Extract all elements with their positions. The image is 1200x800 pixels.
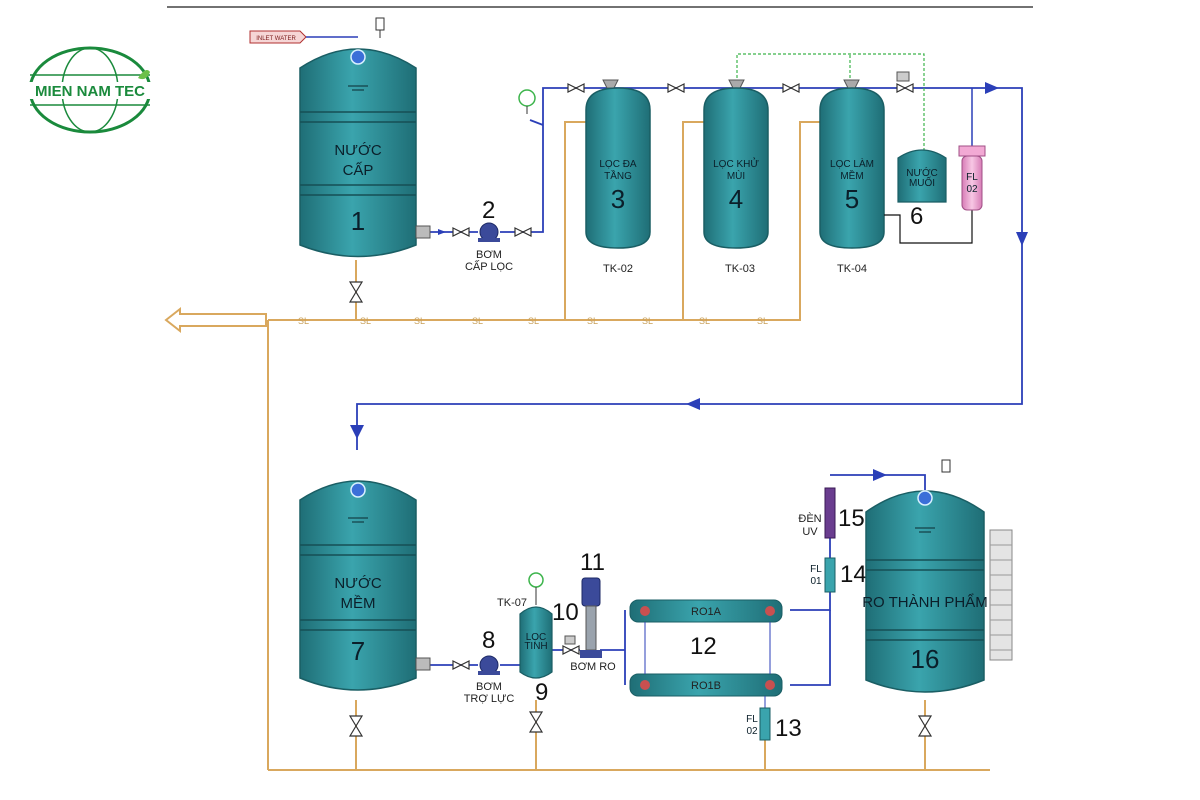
company-logo: MIEN NAM TEC (28, 46, 152, 134)
svg-text:CẤP LỌC: CẤP LỌC (465, 260, 513, 273)
tank-7-soft-water: NƯỚC MỀM 7 (299, 480, 431, 691)
sl-labels: SL SL SL SL SL SL SL SL SL (298, 316, 768, 326)
svg-text:LỌC ĐA: LỌC ĐA (599, 159, 637, 170)
svg-text:RO THÀNH PHẨM: RO THÀNH PHẨM (862, 593, 988, 611)
tank-6-brine: NƯỚC MUỐI 6 (884, 149, 973, 244)
svg-text:TRỢ LỰC: TRỢ LỰC (464, 693, 515, 705)
svg-text:MỀM: MỀM (341, 595, 376, 612)
svg-text:7: 7 (351, 636, 365, 666)
svg-text:LỌC KHỬ: LỌC KHỬ (713, 157, 759, 170)
svg-text:13: 13 (775, 715, 802, 742)
pump-2-feed: 2 BƠM CẤP LỌC (465, 197, 513, 273)
svg-text:SL: SL (298, 316, 309, 326)
blue-pipes (356, 87, 1023, 686)
inlet-tag: INLET WATER (249, 30, 358, 44)
svg-text:TK-03: TK-03 (725, 263, 755, 275)
svg-text:SL: SL (699, 316, 710, 326)
svg-text:LỌC LÀM: LỌC LÀM (830, 157, 874, 170)
svg-text:9: 9 (535, 679, 548, 706)
svg-text:MUỐI: MUỐI (909, 175, 935, 189)
svg-text:SL: SL (360, 316, 371, 326)
svg-text:MỀM: MỀM (840, 169, 863, 182)
pressure-gauge-icon (528, 572, 544, 588)
valves (348, 83, 933, 737)
svg-text:1: 1 (351, 206, 365, 236)
svg-text:8: 8 (482, 627, 495, 654)
svg-text:MÙI: MÙI (727, 169, 745, 182)
svg-text:14: 14 (840, 561, 867, 588)
svg-text:SL: SL (414, 316, 425, 326)
logo-text: MIEN NAM TEC (35, 83, 145, 100)
svg-text:02: 02 (966, 184, 978, 195)
svg-text:ĐÈN: ĐÈN (798, 512, 821, 525)
pressure-gauge-icon (518, 89, 536, 114)
tank-16-ro-product: RO THÀNH PHẨM 16 (862, 459, 1013, 693)
pump-8-booster: 8 BƠM TRỢ LỰC (464, 627, 515, 705)
ro-vessel-a: RO1A (629, 599, 783, 623)
svg-text:01: 01 (810, 576, 822, 587)
svg-text:INLET WATER: INLET WATER (256, 36, 296, 42)
svg-text:5: 5 (845, 184, 859, 214)
sprayer-icon (350, 49, 366, 65)
svg-text:02: 02 (746, 726, 758, 737)
pump-10-ro: 11 10 BƠM RO (552, 549, 616, 673)
svg-text:LỌC: LỌC (526, 632, 547, 643)
flow-arrows (350, 82, 1028, 481)
svg-text:RO1B: RO1B (691, 680, 721, 692)
svg-text:SL: SL (472, 316, 483, 326)
svg-text:BƠM: BƠM (476, 249, 502, 261)
svg-text:15: 15 (838, 505, 865, 532)
svg-text:TK-04: TK-04 (837, 263, 867, 275)
svg-text:3: 3 (611, 184, 625, 214)
filter-13: FL 02 13 (746, 696, 802, 742)
svg-text:TK-07: TK-07 (497, 597, 527, 609)
uv-lamp: ĐÈN UV 15 (798, 487, 865, 539)
sprayer-icon (917, 490, 933, 506)
tank-5-softener: LỌC LÀM MỀM 5 TK-04 (819, 79, 885, 275)
svg-text:BƠM RO: BƠM RO (570, 661, 616, 673)
tank-9-cartridge-filter: TK-07 LỌC TINH 9 (497, 572, 553, 706)
outlet-arrow (164, 306, 267, 334)
tank-1-feed-water: NƯỚC CẤP 1 (299, 17, 431, 258)
svg-text:SL: SL (757, 316, 768, 326)
svg-text:TK-02: TK-02 (603, 263, 633, 275)
tank-3-multimedia-filter: LỌC ĐA TẦNG 3 TK-02 (585, 79, 651, 275)
svg-text:TẦNG: TẦNG (604, 169, 632, 182)
svg-text:6: 6 (910, 203, 923, 230)
svg-text:FL: FL (810, 564, 822, 575)
svg-text:TINH: TINH (524, 641, 547, 652)
svg-text:4: 4 (729, 184, 743, 214)
svg-text:FL: FL (746, 714, 758, 725)
svg-text:SL: SL (587, 316, 598, 326)
svg-text:RO1A: RO1A (691, 606, 722, 618)
svg-text:NƯỚC: NƯỚC (334, 142, 382, 159)
leaf-icon (138, 70, 150, 80)
control-lines (736, 53, 925, 150)
ro-vessel-b: RO1B (629, 673, 783, 697)
svg-text:16: 16 (911, 644, 940, 674)
svg-text:11: 11 (580, 549, 605, 576)
svg-text:SL: SL (642, 316, 653, 326)
sprayer-icon (350, 482, 366, 498)
svg-text:NƯỚC: NƯỚC (334, 575, 382, 592)
svg-text:BƠM: BƠM (476, 681, 502, 693)
svg-text:10: 10 (552, 599, 579, 626)
svg-text:CẤP: CẤP (343, 162, 374, 179)
tank-4-deodorizing-filter: LỌC KHỬ MÙI 4 TK-03 (703, 79, 769, 275)
svg-text:UV: UV (802, 526, 818, 538)
filter-14: FL 01 14 (810, 557, 867, 593)
svg-text:FL: FL (966, 172, 978, 183)
cartridge-filter-top: FL 02 (896, 71, 986, 211)
svg-text:2: 2 (482, 197, 495, 224)
svg-text:NƯỚC: NƯỚC (906, 166, 938, 179)
ro-number: 12 (690, 633, 717, 660)
svg-text:SL: SL (528, 316, 539, 326)
